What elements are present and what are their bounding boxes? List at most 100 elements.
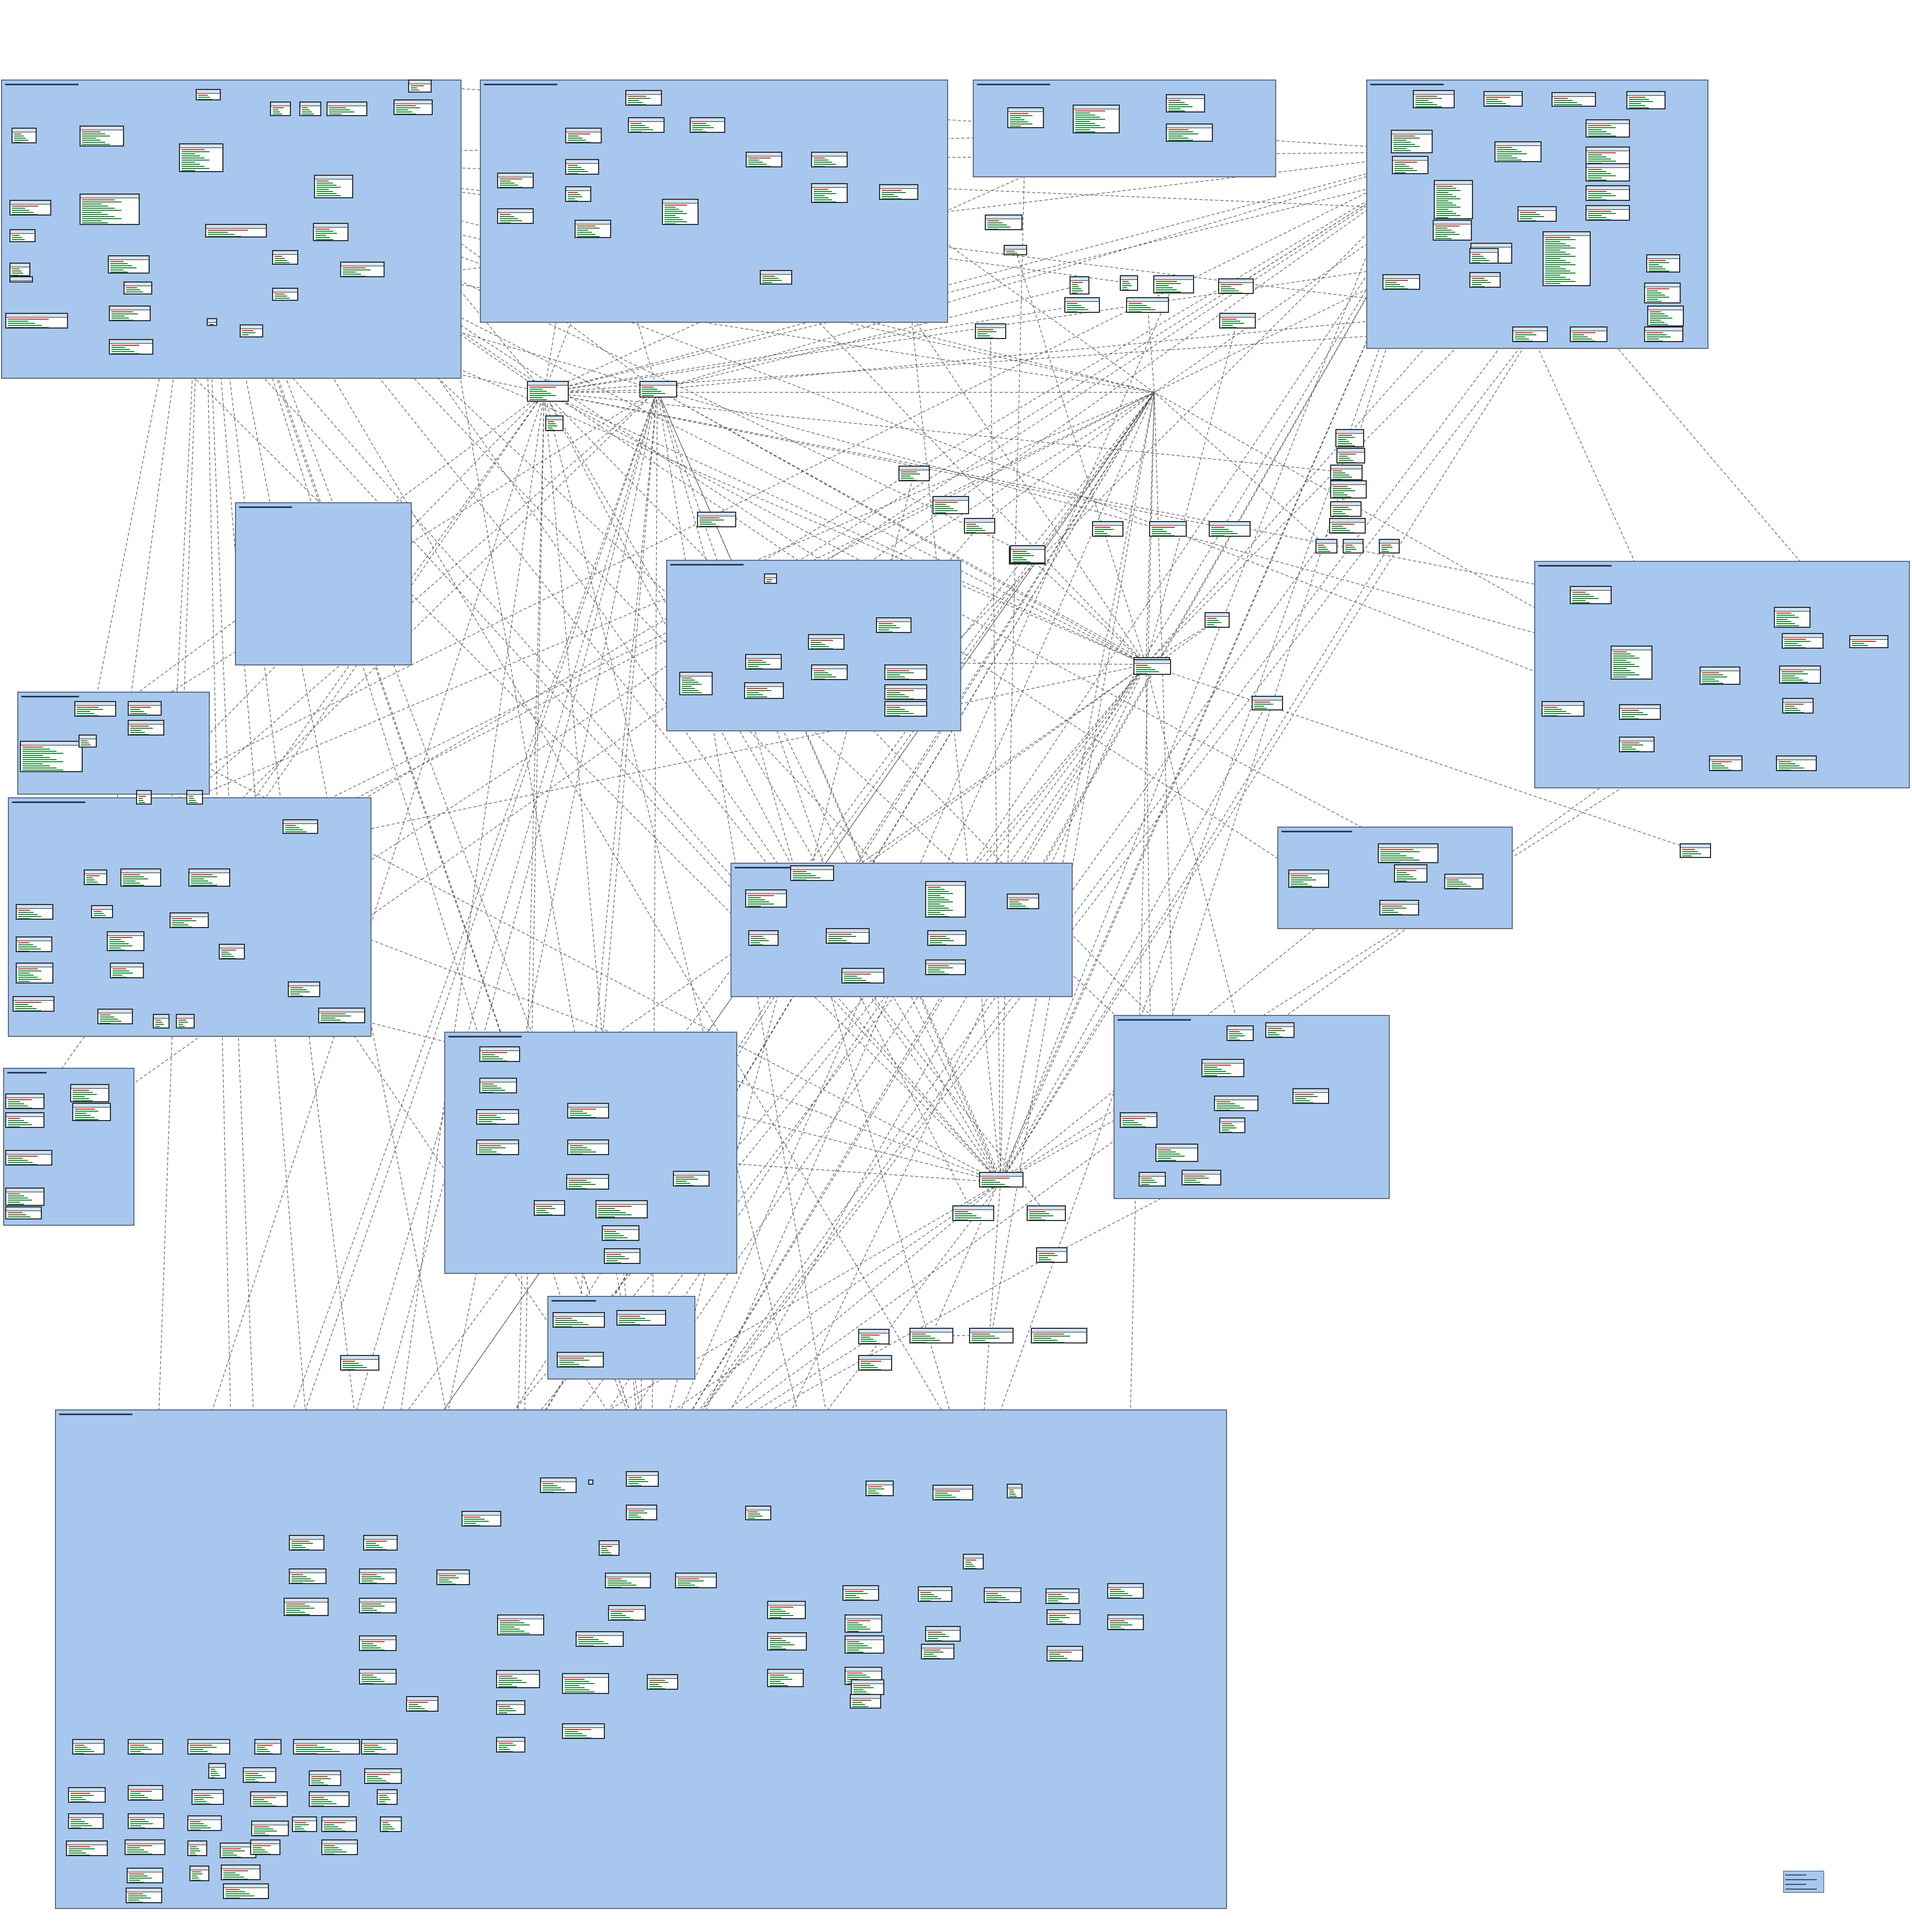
entity-table[interactable]: [697, 512, 736, 527]
entity-table[interactable]: [808, 634, 845, 650]
entity-table[interactable]: [80, 126, 124, 146]
entity-table[interactable]: [1107, 1583, 1144, 1599]
entity-table[interactable]: [70, 1084, 109, 1102]
entity-table[interactable]: [496, 1670, 540, 1688]
entity-table[interactable]: [925, 881, 966, 918]
entity-table[interactable]: [1073, 105, 1120, 133]
entity-table[interactable]: [123, 281, 152, 295]
relationship-line[interactable]: [544, 392, 1347, 473]
entity-table[interactable]: [1120, 1112, 1157, 1128]
entity-table[interactable]: [565, 128, 602, 143]
entity-table[interactable]: [80, 194, 140, 225]
entity-table[interactable]: [5, 1188, 44, 1206]
entity-table[interactable]: [748, 930, 779, 946]
entity-table[interactable]: [125, 1839, 165, 1855]
entity-table[interactable]: [479, 1046, 520, 1062]
entity-table[interactable]: [1036, 1247, 1067, 1263]
subject-area-2[interactable]: [480, 80, 948, 323]
entity-table[interactable]: [984, 1587, 1021, 1603]
entity-table[interactable]: [496, 1700, 525, 1715]
entity-table[interactable]: [254, 1739, 282, 1755]
entity-table[interactable]: [1330, 480, 1367, 499]
entity-table[interactable]: [16, 904, 53, 920]
entity-table[interactable]: [557, 1352, 604, 1368]
entity-table[interactable]: [321, 1816, 357, 1832]
entity-table[interactable]: [170, 912, 209, 928]
entity-table[interactable]: [565, 159, 599, 175]
entity-table[interactable]: [186, 790, 203, 805]
entity-table[interactable]: [250, 1791, 288, 1807]
entity-table[interactable]: [270, 101, 291, 116]
entity-table[interactable]: [884, 664, 927, 680]
entity-table[interactable]: [1336, 448, 1365, 464]
entity-table[interactable]: [179, 143, 223, 172]
entity-table[interactable]: [975, 323, 1006, 339]
relationship-line[interactable]: [1145, 664, 1241, 1034]
entity-table[interactable]: [1139, 1172, 1166, 1187]
entity-table[interactable]: [767, 1601, 806, 1619]
entity-table[interactable]: [1394, 864, 1427, 883]
entity-table[interactable]: [364, 1768, 402, 1784]
entity-table[interactable]: [16, 963, 53, 984]
entity-table[interactable]: [562, 1673, 609, 1694]
entity-table[interactable]: [826, 928, 870, 944]
entity-table[interactable]: [188, 868, 230, 887]
entity-table[interactable]: [1585, 205, 1630, 221]
entity-table[interactable]: [1611, 646, 1652, 680]
entity-table[interactable]: [673, 1171, 710, 1187]
entity-table[interactable]: [288, 981, 320, 997]
entity-table[interactable]: [745, 1506, 771, 1520]
entity-table[interactable]: [851, 1679, 884, 1695]
entity-table[interactable]: [20, 741, 83, 772]
entity-table[interactable]: [1646, 254, 1680, 273]
entity-table[interactable]: [1047, 1609, 1081, 1625]
entity-table[interactable]: [189, 1866, 209, 1881]
entity-table[interactable]: [1585, 146, 1630, 165]
relationship-line[interactable]: [651, 151, 1450, 1477]
entity-table[interactable]: [566, 1174, 609, 1190]
entity-table[interactable]: [196, 89, 221, 100]
entity-table[interactable]: [1444, 874, 1483, 889]
entity-table[interactable]: [187, 1815, 222, 1831]
entity-table[interactable]: [289, 1568, 327, 1584]
entity-table[interactable]: [1335, 429, 1364, 447]
entity-table[interactable]: [74, 701, 116, 717]
entity-table[interactable]: [932, 496, 969, 514]
entity-table[interactable]: [1153, 275, 1194, 293]
entity-table[interactable]: [1126, 297, 1169, 313]
entity-table[interactable]: [9, 263, 30, 276]
entity-table[interactable]: [1585, 119, 1630, 138]
entity-table[interactable]: [858, 1329, 890, 1345]
entity-table[interactable]: [1392, 156, 1429, 174]
entity-table[interactable]: [497, 173, 534, 188]
entity-table[interactable]: [84, 869, 107, 885]
entity-table[interactable]: [845, 1635, 884, 1654]
entity-table[interactable]: [359, 1669, 397, 1685]
entity-table[interactable]: [284, 1598, 329, 1616]
entity-table[interactable]: [313, 223, 348, 241]
entity-table[interactable]: [91, 905, 113, 918]
entity-table[interactable]: [250, 1839, 280, 1855]
entity-table[interactable]: [1010, 545, 1045, 563]
entity-table[interactable]: [744, 682, 784, 699]
entity-table[interactable]: [289, 1535, 324, 1551]
entity-table[interactable]: [221, 1865, 261, 1880]
entity-table[interactable]: [314, 175, 353, 198]
entity-table[interactable]: [406, 1696, 438, 1712]
entity-table[interactable]: [1782, 698, 1814, 714]
entity-table[interactable]: [909, 1328, 953, 1343]
entity-table[interactable]: [842, 1585, 879, 1601]
entity-table[interactable]: [1004, 245, 1027, 255]
entity-table[interactable]: [534, 1200, 565, 1216]
entity-table[interactable]: [318, 1008, 365, 1023]
entity-table[interactable]: [292, 1816, 317, 1832]
entity-table[interactable]: [675, 1573, 717, 1588]
entity-table[interactable]: [12, 128, 37, 143]
entity-table[interactable]: [767, 1632, 807, 1651]
entity-table[interactable]: [377, 1789, 398, 1805]
entity-table[interactable]: [1007, 1484, 1022, 1498]
entity-table[interactable]: [1782, 633, 1824, 649]
entity-table[interactable]: [128, 1813, 164, 1829]
entity-table[interactable]: [602, 1225, 639, 1241]
entity-table[interactable]: [1542, 701, 1584, 717]
